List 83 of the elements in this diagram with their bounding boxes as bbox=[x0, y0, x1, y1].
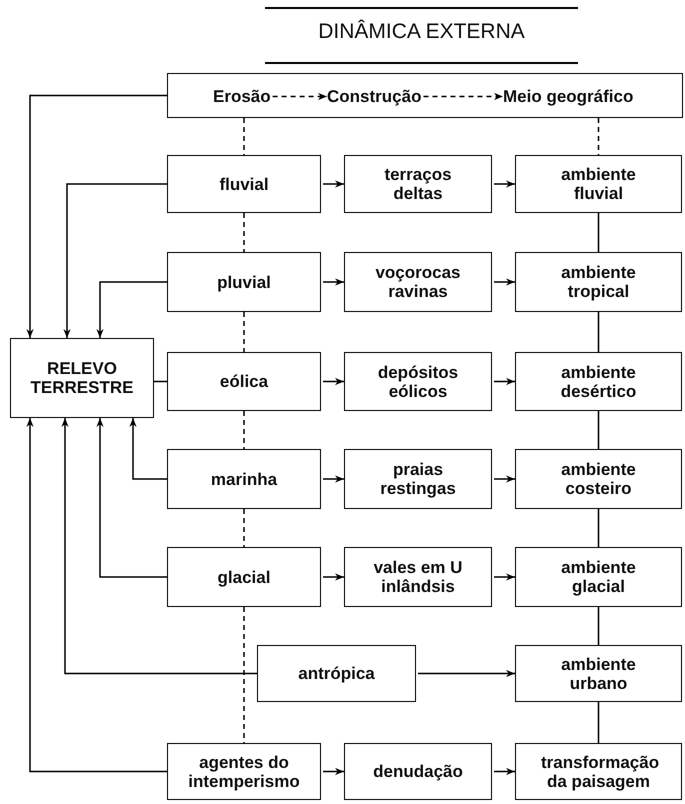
stage-label bbox=[344, 352, 492, 411]
arrow bbox=[323, 378, 344, 386]
box-label: denudação bbox=[373, 762, 463, 781]
arrow bbox=[494, 378, 515, 386]
box-label: praias restingas bbox=[379, 460, 457, 498]
stage-label bbox=[515, 547, 682, 607]
stage-label bbox=[10, 338, 154, 418]
connector-line bbox=[598, 411, 600, 449]
box-label: agentes do intemperismo bbox=[187, 752, 301, 790]
dashed-connector bbox=[598, 118, 600, 155]
arrow bbox=[494, 768, 515, 776]
box-label: voçorocas ravinas bbox=[374, 263, 462, 301]
box-label: terraços deltas bbox=[383, 165, 453, 203]
stage-label bbox=[515, 449, 682, 509]
stage-label bbox=[515, 352, 682, 411]
box-label: transformação da paisagem bbox=[541, 752, 656, 790]
stage-label bbox=[167, 155, 321, 213]
dashed-connector bbox=[243, 213, 245, 252]
connector-line bbox=[598, 702, 600, 743]
stage-label bbox=[167, 449, 321, 509]
box-label: antrópica bbox=[298, 664, 375, 683]
arrow bbox=[96, 281, 167, 338]
stage-label bbox=[344, 547, 492, 607]
arrow bbox=[418, 670, 515, 678]
stage-label: Erosão bbox=[213, 87, 271, 106]
stage-label bbox=[515, 645, 682, 702]
connector-line bbox=[598, 607, 600, 645]
box-label: pluvial bbox=[217, 272, 271, 292]
diagram-title: DINÂMICA EXTERNA bbox=[317, 20, 526, 44]
connector-line bbox=[598, 509, 600, 547]
dashed-connector bbox=[272, 92, 327, 100]
stage-label bbox=[167, 252, 321, 312]
arrow bbox=[323, 180, 344, 188]
stage-label: Construção bbox=[327, 87, 422, 106]
stage-label bbox=[515, 252, 682, 312]
stage-label bbox=[257, 645, 416, 702]
connector-line bbox=[598, 312, 600, 352]
arrow bbox=[323, 768, 344, 776]
box-label: depósitos eólicos bbox=[376, 362, 460, 400]
box-label: fluvial bbox=[219, 174, 269, 194]
stage-label bbox=[344, 743, 492, 800]
arrow bbox=[61, 418, 257, 674]
box-label: ambiente tropical bbox=[560, 263, 637, 301]
box-label: ambiente costeiro bbox=[560, 460, 637, 498]
dashed-connector bbox=[243, 118, 245, 155]
stage-label bbox=[167, 743, 321, 800]
stage-label bbox=[515, 155, 682, 213]
arrow bbox=[26, 94, 167, 338]
arrow bbox=[323, 475, 344, 483]
arrow bbox=[494, 475, 515, 483]
stage-label bbox=[344, 155, 492, 213]
stage-label: Meio geográfico bbox=[503, 87, 634, 106]
stage-label bbox=[515, 743, 682, 800]
arrow bbox=[323, 278, 344, 286]
box-label: vales em U inlândsis bbox=[372, 558, 464, 596]
arrow bbox=[494, 180, 515, 188]
connector-line bbox=[598, 213, 600, 252]
box-label: eólica bbox=[220, 372, 268, 391]
stage-label bbox=[344, 252, 492, 312]
box-label: ambiente urbano bbox=[560, 654, 637, 692]
box-label: glacial bbox=[218, 568, 270, 586]
stage-label bbox=[344, 449, 492, 509]
dashed-connector bbox=[423, 92, 503, 100]
box-label: marinha bbox=[210, 470, 278, 488]
dashed-connector bbox=[243, 607, 245, 743]
stage-label bbox=[167, 352, 321, 411]
dashed-connector bbox=[243, 312, 245, 352]
stage-label bbox=[167, 547, 321, 607]
arrow bbox=[26, 418, 167, 772]
arrow bbox=[63, 183, 167, 338]
arrow bbox=[494, 573, 515, 581]
box-label: RELEVO TERRESTRE bbox=[30, 359, 134, 397]
box-label: ambiente glacial bbox=[560, 558, 637, 596]
arrow bbox=[323, 573, 344, 581]
box-label: ambiente desértico bbox=[560, 362, 638, 400]
arrow bbox=[96, 418, 167, 578]
dashed-connector bbox=[243, 509, 245, 547]
arrow bbox=[494, 278, 515, 286]
arrow bbox=[129, 418, 167, 480]
connector-line bbox=[154, 380, 167, 382]
dashed-connector bbox=[243, 411, 245, 449]
header-box bbox=[167, 73, 683, 118]
box-label: ambiente fluvial bbox=[560, 165, 637, 203]
